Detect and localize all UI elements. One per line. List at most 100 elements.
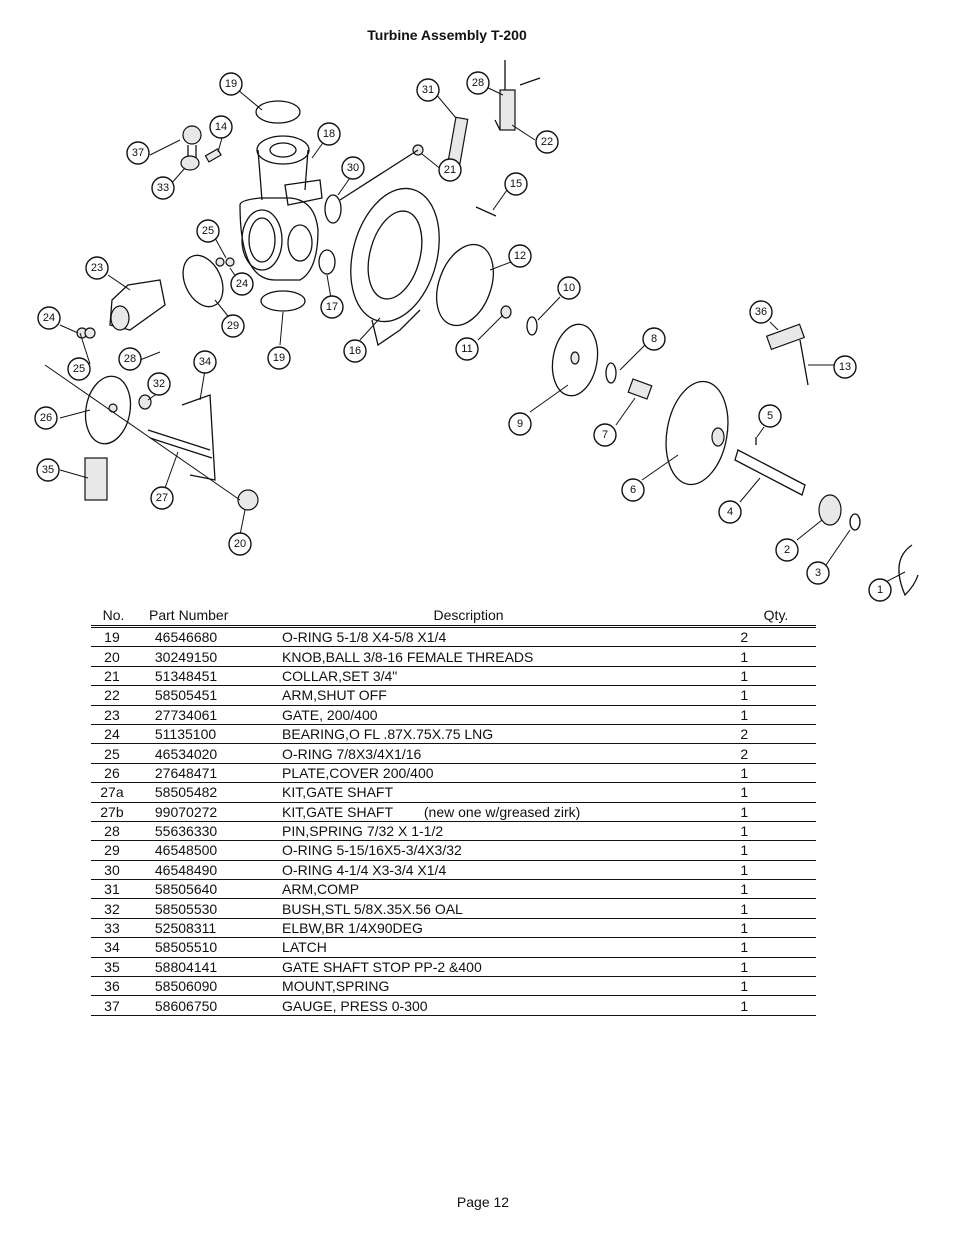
header-description: Description — [433, 607, 504, 623]
item-number: 31 — [91, 879, 133, 900]
callout-24: 24 — [37, 306, 61, 330]
callout-32: 32 — [147, 372, 171, 396]
callout-label: 11 — [461, 343, 472, 355]
item-number: 22 — [91, 685, 133, 706]
description: COLLAR,SET 3/4" — [282, 666, 715, 687]
part-number: 51348451 — [132, 666, 283, 687]
part-number: 52508311 — [132, 918, 283, 939]
callout-4: 4 — [718, 500, 742, 524]
callout-label: 10 — [563, 282, 575, 294]
quantity: 1 — [714, 879, 816, 900]
description: PIN,SPRING 7/32 X 1-1/2 — [282, 821, 715, 842]
callout-27: 27 — [150, 486, 174, 510]
part-number: 58505451 — [132, 685, 283, 706]
description: GATE, 200/400 — [282, 705, 715, 725]
callout-7: 7 — [593, 423, 617, 447]
callout-20: 20 — [228, 532, 252, 556]
callout-label: 6 — [630, 484, 636, 496]
header-rule — [91, 625, 816, 628]
description: KIT,GATE SHAFT — [282, 782, 715, 803]
part-number: 46548500 — [132, 840, 283, 861]
description: GAUGE, PRESS 0-300 — [282, 995, 715, 1016]
description: ARM,SHUT OFF — [282, 685, 715, 706]
description: MOUNT,SPRING — [282, 976, 715, 997]
quantity: 1 — [714, 957, 816, 978]
callout-label: 29 — [227, 320, 239, 332]
item-number: 25 — [91, 743, 133, 764]
part-number: 46546680 — [132, 628, 283, 648]
header-qty: Qty. — [763, 607, 789, 623]
item-number: 36 — [91, 976, 133, 997]
quantity: 1 — [714, 763, 816, 784]
callout-label: 32 — [153, 378, 165, 390]
callout-28: 28 — [466, 71, 490, 95]
description: O-RING 7/8X3/4X1/16 — [282, 743, 715, 764]
callout-10: 10 — [557, 276, 581, 300]
callout-17: 17 — [320, 295, 344, 319]
callout-25: 25 — [67, 357, 91, 381]
callout-label: 24 — [236, 278, 248, 290]
part-number: 58505640 — [132, 879, 283, 900]
callout-label: 27 — [156, 492, 168, 504]
description: KNOB,BALL 3/8-16 FEMALE THREADS — [282, 646, 715, 667]
callout-label: 18 — [323, 128, 335, 140]
description: ELBW,BR 1/4X90DEG — [282, 918, 715, 939]
callout-label: 13 — [839, 361, 851, 373]
callout-label: 36 — [755, 306, 767, 318]
callout-19: 19 — [219, 72, 243, 96]
callout-29: 29 — [221, 314, 245, 338]
part-number: 27648471 — [132, 763, 283, 784]
callout-18: 18 — [317, 122, 341, 146]
diagram-parts — [76, 60, 919, 597]
callout-25: 25 — [196, 219, 220, 243]
description: BEARING,O FL .87X.75X.75 LNG — [282, 724, 715, 745]
callout-33: 33 — [151, 176, 175, 200]
callout-label: 7 — [602, 429, 608, 441]
callout-label: 24 — [43, 312, 55, 324]
quantity: 1 — [714, 918, 816, 939]
part-number: 58804141 — [132, 957, 283, 978]
diagram-svg: 1914373318303128222115252423291719161210… — [34, 60, 919, 602]
item-number: 29 — [91, 840, 133, 861]
item-number: 20 — [91, 646, 133, 667]
header-no: No. — [102, 607, 125, 623]
quantity: 1 — [714, 782, 816, 803]
callout-22: 22 — [535, 130, 559, 154]
callout-3: 3 — [806, 561, 830, 585]
part-number: 46534020 — [132, 743, 283, 764]
part-number: 55636330 — [132, 821, 283, 842]
quantity: 2 — [714, 743, 816, 764]
callout-26: 26 — [34, 406, 58, 430]
item-number: 26 — [91, 763, 133, 784]
quantity: 1 — [714, 937, 816, 958]
header-part-number: Part Number — [149, 607, 229, 623]
item-number: 19 — [91, 628, 133, 648]
callout-label: 1 — [877, 584, 883, 596]
callout-label: 15 — [510, 178, 522, 190]
callout-1: 1 — [868, 578, 892, 602]
item-number: 27b — [91, 802, 133, 822]
callout-label: 19 — [273, 352, 285, 364]
callout-label: 26 — [40, 412, 52, 424]
callout-6: 6 — [621, 478, 645, 502]
callout-12: 12 — [508, 244, 532, 268]
callout-label: 2 — [784, 544, 790, 556]
item-number: 28 — [91, 821, 133, 842]
quantity: 1 — [714, 860, 816, 881]
quantity: 2 — [714, 628, 816, 648]
quantity: 1 — [714, 995, 816, 1016]
description: O-RING 5-15/16X5-3/4X3/32 — [282, 840, 715, 861]
